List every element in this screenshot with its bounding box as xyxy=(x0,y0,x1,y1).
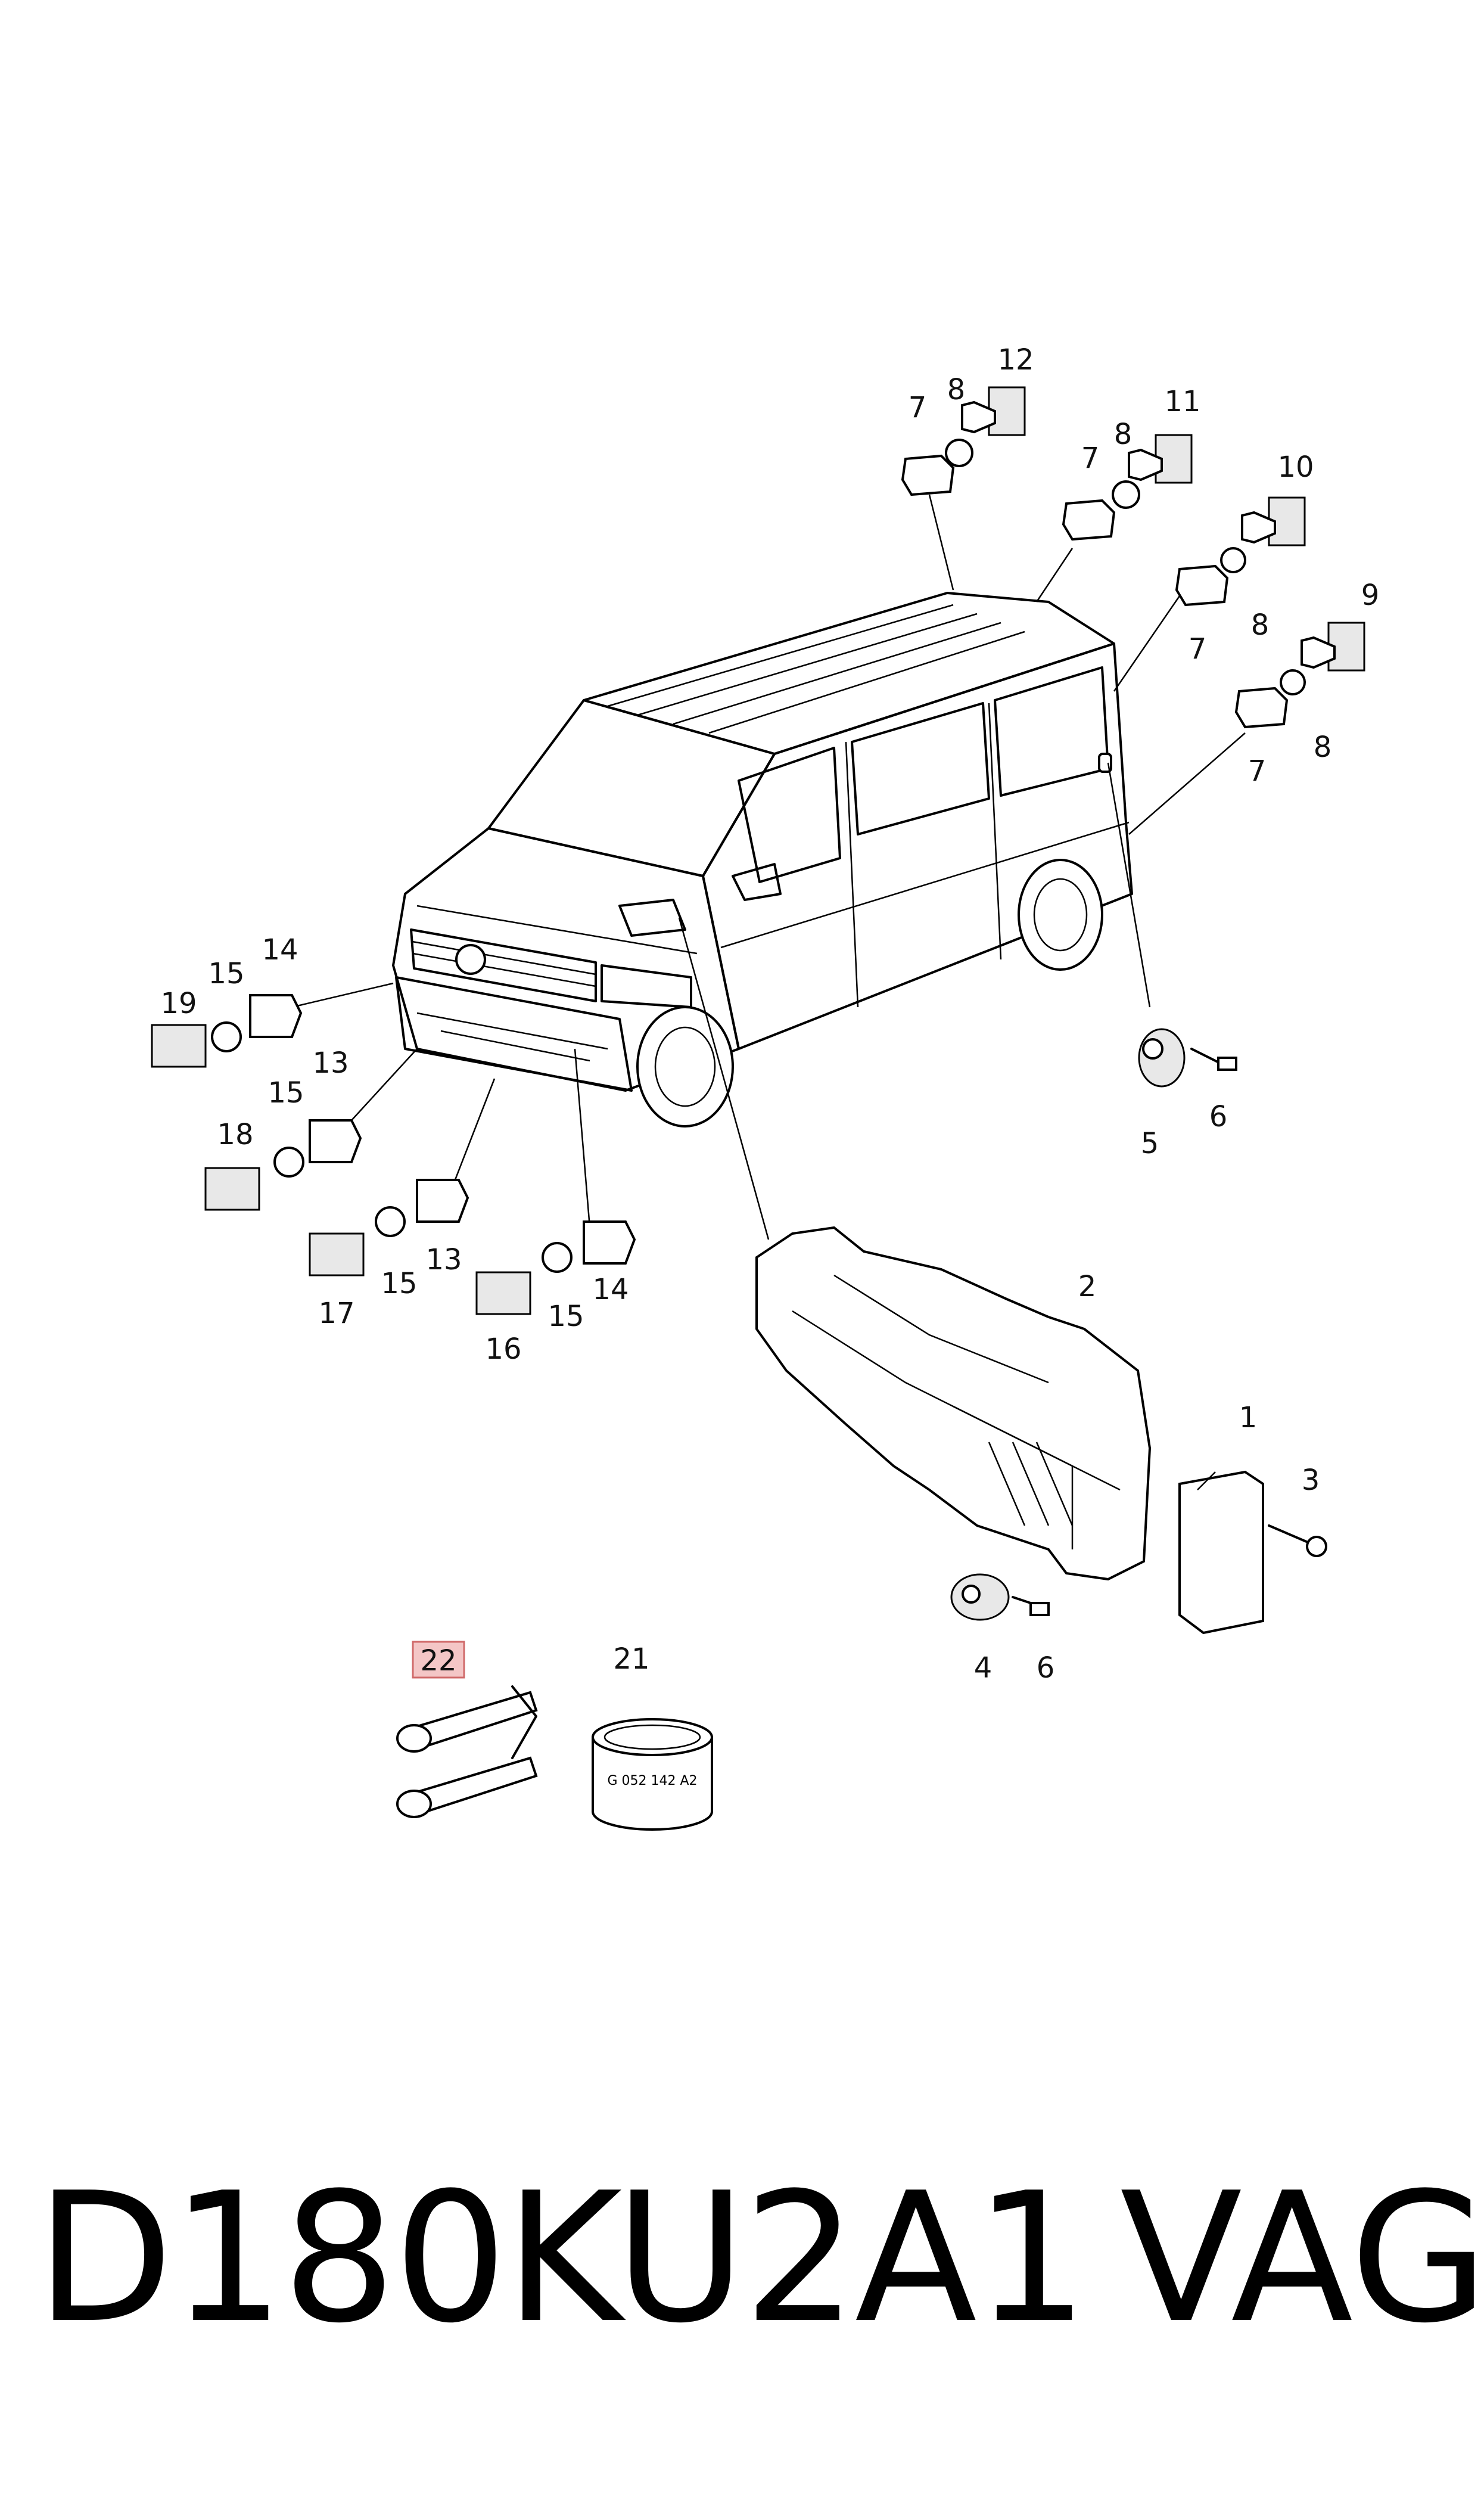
callout-8[interactable]: 8 xyxy=(1251,608,1270,642)
buzzers xyxy=(950,1028,1237,1621)
front-sensors xyxy=(151,994,636,1315)
callout-14[interactable]: 14 xyxy=(592,1273,629,1306)
callout-6[interactable]: 6 xyxy=(1209,1100,1228,1133)
callout-7[interactable]: 7 xyxy=(1189,632,1207,666)
callout-16[interactable]: 16 xyxy=(485,1333,521,1366)
callout-11[interactable]: 11 xyxy=(1164,385,1200,418)
part-marking-text: G 052 142 A2 xyxy=(607,1773,697,1788)
callout-2[interactable]: 2 xyxy=(1078,1270,1097,1303)
callout-15[interactable]: 15 xyxy=(381,1267,417,1300)
callout-7[interactable]: 7 xyxy=(1248,754,1267,788)
callout-8[interactable]: 8 xyxy=(1314,731,1332,764)
callout-1[interactable]: 1 xyxy=(1239,1401,1258,1434)
callout-6[interactable]: 6 xyxy=(1037,1651,1055,1685)
callout-4[interactable]: 4 xyxy=(974,1651,993,1685)
footer: D180KU2A1 VAG xyxy=(0,2169,1484,2419)
callout-9[interactable]: 9 xyxy=(1361,579,1380,612)
callout-21[interactable]: 21 xyxy=(613,1642,649,1676)
callout-13[interactable]: 13 xyxy=(312,1046,349,1080)
callout-17[interactable]: 17 xyxy=(318,1297,354,1330)
callout-19[interactable]: 19 xyxy=(160,987,197,1020)
callout-15[interactable]: 15 xyxy=(547,1300,584,1333)
callout-8[interactable]: 8 xyxy=(1114,418,1133,451)
callout-7[interactable]: 7 xyxy=(1081,442,1100,475)
callout-7[interactable]: 7 xyxy=(909,391,927,424)
callout-12[interactable]: 12 xyxy=(997,343,1034,377)
callout-labels: 12 7 8 11 7 8 10 8 7 9 8 7 14 15 19 13 1… xyxy=(160,343,1379,1685)
callout-15[interactable]: 15 xyxy=(267,1076,304,1110)
diagram-code: D180KU2A1 xyxy=(36,2154,1088,2362)
tape-roll-21: G 052 142 A2 xyxy=(592,1718,713,1831)
callout-13[interactable]: 13 xyxy=(425,1243,462,1276)
van-illustration xyxy=(392,592,1133,1128)
repair-kit-22 xyxy=(396,1685,538,1818)
callout-22[interactable]: 22 xyxy=(420,1644,456,1678)
callout-15[interactable]: 15 xyxy=(208,957,244,990)
control-unit xyxy=(1178,1470,1327,1635)
control-unit-bracket xyxy=(755,1226,1152,1581)
callout-10[interactable]: 10 xyxy=(1277,451,1314,484)
callout-22-highlight xyxy=(412,1641,465,1679)
callout-14[interactable]: 14 xyxy=(262,933,298,967)
leader-lines xyxy=(291,494,1246,1240)
callout-5[interactable]: 5 xyxy=(1141,1127,1159,1160)
callout-3[interactable]: 3 xyxy=(1302,1464,1320,1497)
callout-18[interactable]: 18 xyxy=(217,1118,253,1151)
rear-sensors xyxy=(901,386,1365,729)
brand-name: VAG xyxy=(1120,2154,1484,2362)
callout-8[interactable]: 8 xyxy=(947,373,966,406)
